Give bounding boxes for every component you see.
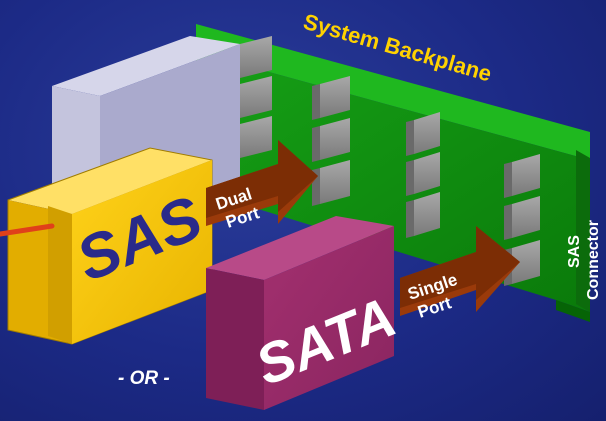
connector-block [406,152,440,196]
connector-block [406,112,440,156]
dual-port-arrow [206,140,318,226]
sas-cable [0,223,55,237]
sas-connector-label-line2: Connector [585,220,602,300]
or-label: - OR - [118,368,170,389]
connector-block [504,196,540,240]
sata-drive [206,216,394,410]
sas-connector-label-line1: SAS [566,235,583,268]
sas-drive-side [48,206,72,344]
single-port-arrow [400,226,520,316]
connector-block [504,154,540,198]
connector-block [312,76,350,120]
sas-drive-face [72,160,212,344]
connector-block [406,192,440,238]
connector-block [312,118,350,162]
